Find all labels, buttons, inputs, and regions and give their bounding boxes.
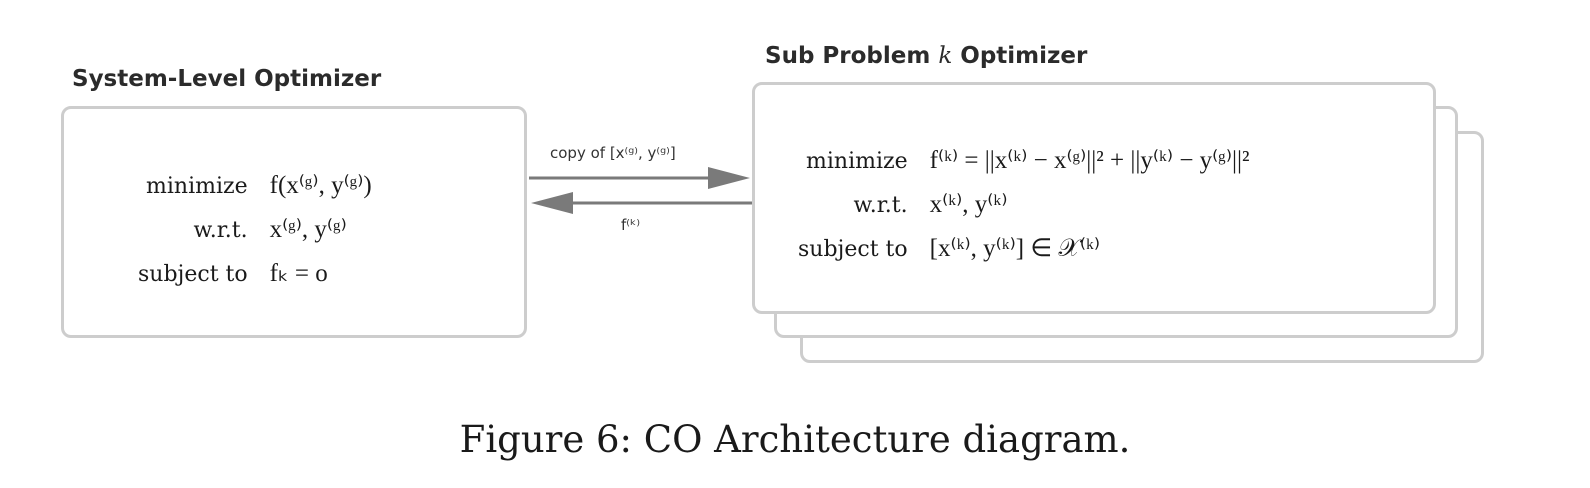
sub-problem-keyword: minimize <box>806 149 908 174</box>
forward-arrow <box>529 167 750 189</box>
sub-problem-formulation: minimize f⁽ᵏ⁾ = ||x⁽ᵏ⁾ − x⁽ᵍ⁾||² + ||y⁽ᵏ… <box>798 139 1249 271</box>
system-level-keyword: w.r.t. <box>193 218 248 243</box>
system-level-row-minimize: minimize f(x⁽ᵍ⁾, y⁽ᵍ⁾) <box>138 164 372 208</box>
sub-problem-box-front <box>752 82 1436 314</box>
sub-problem-row-subject-to: subject to [x⁽ᵏ⁾, y⁽ᵏ⁾] ∈ 𝒳⁽ᵏ⁾ <box>798 227 1249 271</box>
backward-arrow <box>531 192 752 214</box>
system-level-keyword: minimize <box>146 174 248 199</box>
system-level-box <box>61 106 527 338</box>
sub-problem-expression: [x⁽ᵏ⁾, y⁽ᵏ⁾] ∈ 𝒳⁽ᵏ⁾ <box>929 235 1101 262</box>
system-level-row-wrt: w.r.t. x⁽ᵍ⁾, y⁽ᵍ⁾ <box>138 208 372 252</box>
system-level-expression: x⁽ᵍ⁾, y⁽ᵍ⁾ <box>269 216 347 243</box>
system-level-row-subject-to: subject to fₖ = o <box>138 252 372 296</box>
system-level-expression: fₖ = o <box>269 260 328 287</box>
figure-caption: Figure 6: CO Architecture diagram. <box>459 418 1131 461</box>
sub-problem-row-minimize: minimize f⁽ᵏ⁾ = ||x⁽ᵏ⁾ − x⁽ᵍ⁾||² + ||y⁽ᵏ… <box>798 139 1249 183</box>
sub-problem-keyword: w.r.t. <box>853 193 908 218</box>
sub-problem-index: k <box>938 43 953 69</box>
sub-problem-expression: f⁽ᵏ⁾ = ||x⁽ᵏ⁾ − x⁽ᵍ⁾||² + ||y⁽ᵏ⁾ − y⁽ᵍ⁾|… <box>929 147 1250 174</box>
backward-arrow-label: f⁽ᵏ⁾ <box>621 216 641 234</box>
system-level-keyword: subject to <box>138 262 248 287</box>
system-level-expression: f(x⁽ᵍ⁾, y⁽ᵍ⁾) <box>269 172 372 199</box>
system-level-title: System-Level Optimizer <box>72 66 382 92</box>
forward-arrow-label: copy of [x⁽ᵍ⁾, y⁽ᵍ⁾] <box>550 144 676 162</box>
sub-problem-expression: x⁽ᵏ⁾, y⁽ᵏ⁾ <box>929 191 1008 218</box>
sub-problem-row-wrt: w.r.t. x⁽ᵏ⁾, y⁽ᵏ⁾ <box>798 183 1249 227</box>
sub-problem-keyword: subject to <box>798 237 908 262</box>
system-level-formulation: minimize f(x⁽ᵍ⁾, y⁽ᵍ⁾) w.r.t. x⁽ᵍ⁾, y⁽ᵍ⁾… <box>138 164 372 296</box>
sub-problem-title: Sub Problem k Optimizer <box>765 43 1088 69</box>
